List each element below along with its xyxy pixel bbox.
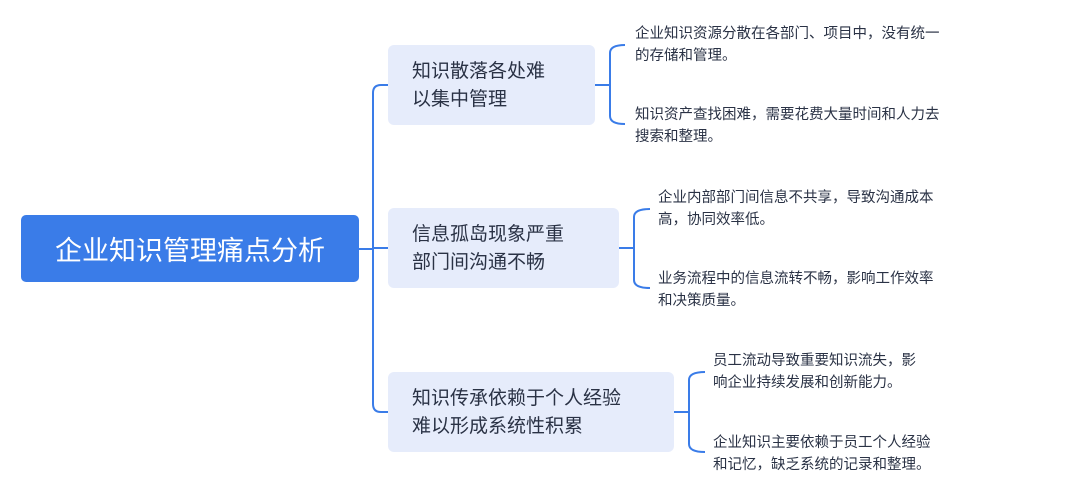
detail-3-2-line-1: 企业知识主要依赖于员工个人经验 bbox=[713, 435, 931, 451]
detail-2-1-line-2: 高，协同效率低。 bbox=[658, 212, 774, 228]
branch-2-line-2: 部门间沟通不畅 bbox=[412, 251, 546, 273]
root-topic[interactable]: 企业知识管理痛点分析 bbox=[21, 215, 359, 282]
detail-1-2[interactable]: 知识资产查找困难，需要花费大量时间和人力去 搜索和整理。 bbox=[635, 104, 940, 148]
detail-2-2-line-1: 业务流程中的信息流转不畅，影响工作效率 bbox=[658, 271, 934, 287]
detail-3-1-line-2: 响企业持续发展和创新能力。 bbox=[713, 375, 902, 391]
detail-2-2-line-2: 和决策质量。 bbox=[658, 293, 745, 309]
branch-1-connector bbox=[372, 84, 388, 94]
detail-3-2-line-2: 和记忆，缺乏系统的记录和整理。 bbox=[713, 457, 931, 473]
detail-1-2-line-2: 搜索和整理。 bbox=[635, 129, 722, 145]
branch-topic-2[interactable]: 信息孤岛现象严重 部门间沟通不畅 bbox=[388, 208, 619, 288]
branch-1-line-2: 以集中管理 bbox=[412, 88, 508, 110]
detail-1-1-line-2: 的存储和管理。 bbox=[635, 48, 737, 64]
branch-2-line-1: 信息孤岛现象严重 bbox=[412, 223, 565, 245]
detail-2-2[interactable]: 业务流程中的信息流转不畅，影响工作效率 和决策质量。 bbox=[658, 268, 934, 312]
branch-3-line-1: 知识传承依赖于个人经验 bbox=[412, 387, 622, 409]
branch-3-connector bbox=[372, 403, 388, 413]
branch-topic-3[interactable]: 知识传承依赖于个人经验 难以形成系统性积累 bbox=[388, 372, 674, 452]
branch-1-bracket bbox=[609, 44, 626, 125]
branch-3-bracket bbox=[688, 371, 706, 453]
detail-1-2-line-1: 知识资产查找困难，需要花费大量时间和人力去 bbox=[635, 107, 940, 123]
branch-2-bracket bbox=[633, 208, 651, 289]
branch-3-line-2: 难以形成系统性积累 bbox=[412, 415, 584, 437]
detail-2-1[interactable]: 企业内部部门间信息不共享，导致沟通成本 高，协同效率低。 bbox=[658, 187, 934, 231]
detail-3-2[interactable]: 企业知识主要依赖于员工个人经验 和记忆，缺乏系统的记录和整理。 bbox=[713, 432, 931, 476]
detail-2-1-line-1: 企业内部部门间信息不共享，导致沟通成本 bbox=[658, 190, 934, 206]
detail-3-1-line-1: 员工流动导致重要知识流失，影 bbox=[713, 353, 916, 369]
detail-3-1[interactable]: 员工流动导致重要知识流失，影 响企业持续发展和创新能力。 bbox=[713, 350, 916, 394]
detail-1-1-line-1: 企业知识资源分散在各部门、项目中，没有统一 bbox=[635, 26, 940, 42]
detail-1-1[interactable]: 企业知识资源分散在各部门、项目中，没有统一 的存储和管理。 bbox=[635, 23, 940, 67]
branch-topic-1[interactable]: 知识散落各处难 以集中管理 bbox=[388, 45, 595, 125]
root-topic-label: 企业知识管理痛点分析 bbox=[55, 236, 325, 267]
branch-1-line-1: 知识散落各处难 bbox=[412, 60, 546, 82]
